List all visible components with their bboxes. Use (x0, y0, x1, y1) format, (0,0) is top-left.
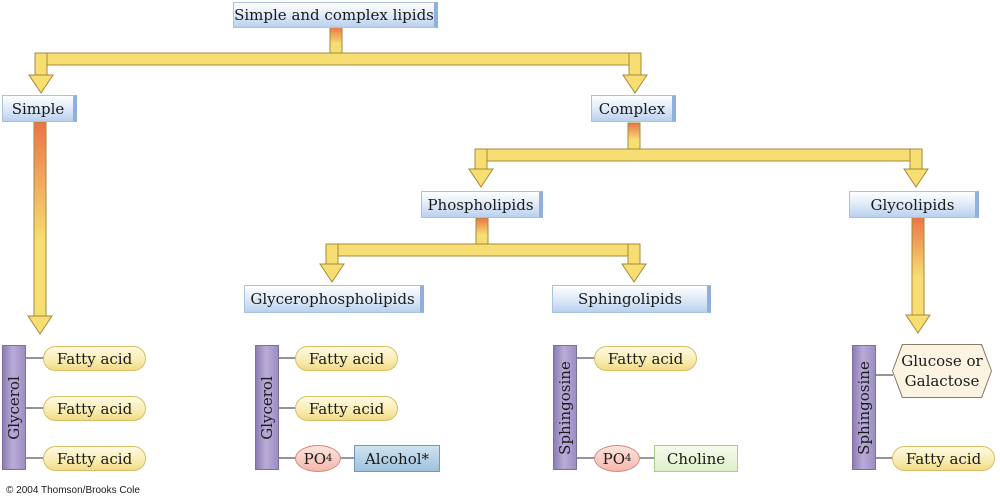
arrowhead-glycerophospholipids (319, 263, 345, 283)
arrowhead-glycolipids (903, 168, 929, 188)
connector-simple-long (33, 121, 47, 319)
fatty-acid-chain: Fatty acid (43, 396, 146, 421)
connector-sphingolipids-drop (627, 243, 641, 267)
node-sphingolipids: Sphingolipids (552, 285, 711, 313)
arrowhead-glycolipid-structure (905, 314, 931, 334)
arrowhead-complex (622, 74, 648, 94)
fatty-acid-chain: Fatty acid (43, 446, 146, 471)
node-glycerophospholipids: Glycerophospholipids (244, 285, 424, 313)
arrowhead-phospholipids (468, 168, 494, 188)
copyright-notice: © 2004 Thomson/Brooks Cole (6, 485, 140, 496)
connector-glycolipids-long (911, 216, 925, 318)
fatty-acid-chain: Fatty acid (594, 346, 697, 371)
connector-complex-stem (627, 122, 641, 152)
node-simple-and-complex-lipids: Simple and complex lipids (233, 2, 438, 28)
node-simple: Simple (2, 95, 77, 122)
choline-head-group: Choline (654, 445, 738, 472)
node-phospholipids: Phospholipids (421, 191, 543, 218)
connector-phospholipids-drop (474, 148, 488, 172)
glycerol-backbone-simple: Glycerol (2, 345, 26, 470)
connector-simple-drop (34, 52, 48, 78)
sphingosine-label: Sphingosine (855, 360, 873, 455)
connector-complex-drop (628, 52, 642, 78)
connector-complex-bar (474, 148, 923, 162)
connector-glycerophospholipids-drop (325, 243, 339, 267)
sphingosine-backbone-sphingolipid: Sphingosine (553, 345, 577, 470)
sphingosine-backbone-glycolipid: Sphingosine (852, 345, 876, 470)
arrowhead-sphingolipids (621, 263, 647, 283)
arrowhead-simple (28, 74, 54, 94)
node-complex: Complex (591, 95, 676, 122)
sugar-label-line1: Glucose or (901, 352, 983, 370)
connector-phospholipids-stem (475, 217, 489, 247)
connector-root-stem (329, 26, 343, 56)
sugar-label-line2: Galactose (904, 372, 980, 390)
glycerol-label: Glycerol (5, 375, 23, 440)
sugar-head-group: Glucose or Galactose (893, 345, 991, 397)
arrowhead-simple-structure (27, 315, 53, 335)
fatty-acid-chain: Fatty acid (892, 446, 995, 471)
glycerol-backbone-glycerophospholipid: Glycerol (255, 345, 279, 470)
connector-root-bar (34, 52, 642, 66)
glycerol-label: Glycerol (258, 375, 276, 440)
node-glycolipids: Glycolipids (849, 191, 979, 218)
fatty-acid-chain: Fatty acid (43, 346, 146, 371)
sphingosine-label: Sphingosine (556, 360, 574, 455)
fatty-acid-chain: Fatty acid (295, 396, 398, 421)
connector-phospholipids-bar (325, 243, 641, 257)
fatty-acid-chain: Fatty acid (295, 346, 398, 371)
alcohol-head-group: Alcohol* (354, 445, 440, 472)
connector-glycolipids-drop (909, 148, 923, 172)
